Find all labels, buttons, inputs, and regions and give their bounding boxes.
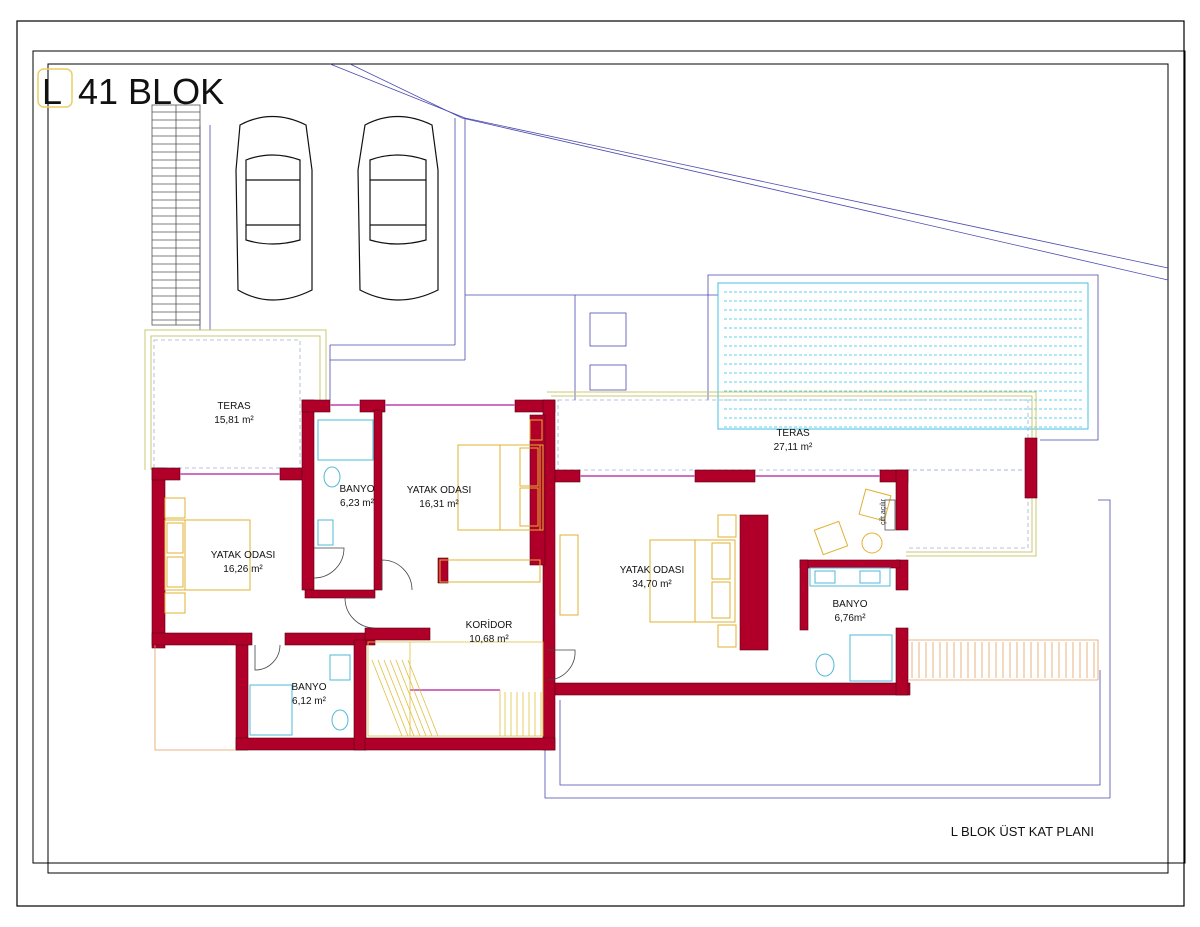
title-badge [37, 68, 73, 108]
exterior-stair-treads [152, 111, 200, 321]
banyo-2-name: BANYO [291, 682, 326, 693]
yatak-1-area: 16,31 m² [419, 499, 459, 510]
exterior-stairs [151, 104, 201, 326]
stair-tread [371, 659, 403, 737]
stair-tread [383, 659, 415, 737]
pool [717, 282, 1089, 430]
fixtures [249, 419, 896, 736]
banyo-2-area: 6,12 m² [292, 696, 327, 707]
stair-tread [377, 659, 409, 737]
interior-stairs [367, 641, 544, 737]
windows [180, 404, 880, 691]
plan-caption: L BLOK ÜST KAT PLANI [951, 824, 1094, 839]
banyo-master-name: BANYO [832, 599, 867, 610]
banyo-master-area: 6,76m² [834, 613, 866, 624]
title-text: 41 BLOK [78, 71, 224, 112]
stair-tread [395, 659, 427, 737]
drawing-border [47, 63, 1169, 874]
teras-large-name: TERAS [776, 428, 810, 439]
furniture [164, 419, 892, 648]
rail-ticks [911, 642, 1095, 678]
interior-stair-treads [371, 659, 542, 737]
teras-small-outline [144, 329, 327, 470]
doors [254, 547, 576, 681]
teras-small-area: 15,81 m² [214, 415, 254, 426]
stair-tread [407, 659, 439, 737]
yatak-master-area: 34,70 m² [632, 579, 672, 590]
cift-acilir-note: çift açılır [880, 498, 887, 525]
yatak-1-name: YATAK ODASI [407, 485, 471, 496]
car-2 [357, 116, 439, 301]
title-letter: L [42, 71, 62, 112]
banyo-1-name: BANYO [339, 484, 374, 495]
walls [151, 399, 1038, 751]
room-labels: TERAS 15,81 m² TERAS 27,11 m² BANYO 6,23… [211, 401, 887, 707]
koridor-area: 10,68 m² [469, 634, 509, 645]
pool-waves [724, 291, 1084, 428]
yatak-master-name: YATAK ODASI [620, 565, 684, 576]
stair-tread [389, 659, 421, 737]
yatak-2-name: YATAK ODASI [211, 550, 275, 561]
banyo-1-area: 6,23 m² [340, 498, 375, 509]
teras-small-name: TERAS [217, 401, 251, 412]
yatak-2-area: 16,26 m² [223, 564, 263, 575]
outer-frame [16, 20, 1185, 907]
balcony-rails [154, 639, 1099, 751]
koridor-name: KORİDOR [466, 618, 513, 631]
teras-large-area: 27,11 m² [774, 442, 813, 453]
stair-tread [401, 659, 433, 737]
inner-frame [32, 50, 1186, 864]
car-1 [235, 116, 313, 301]
